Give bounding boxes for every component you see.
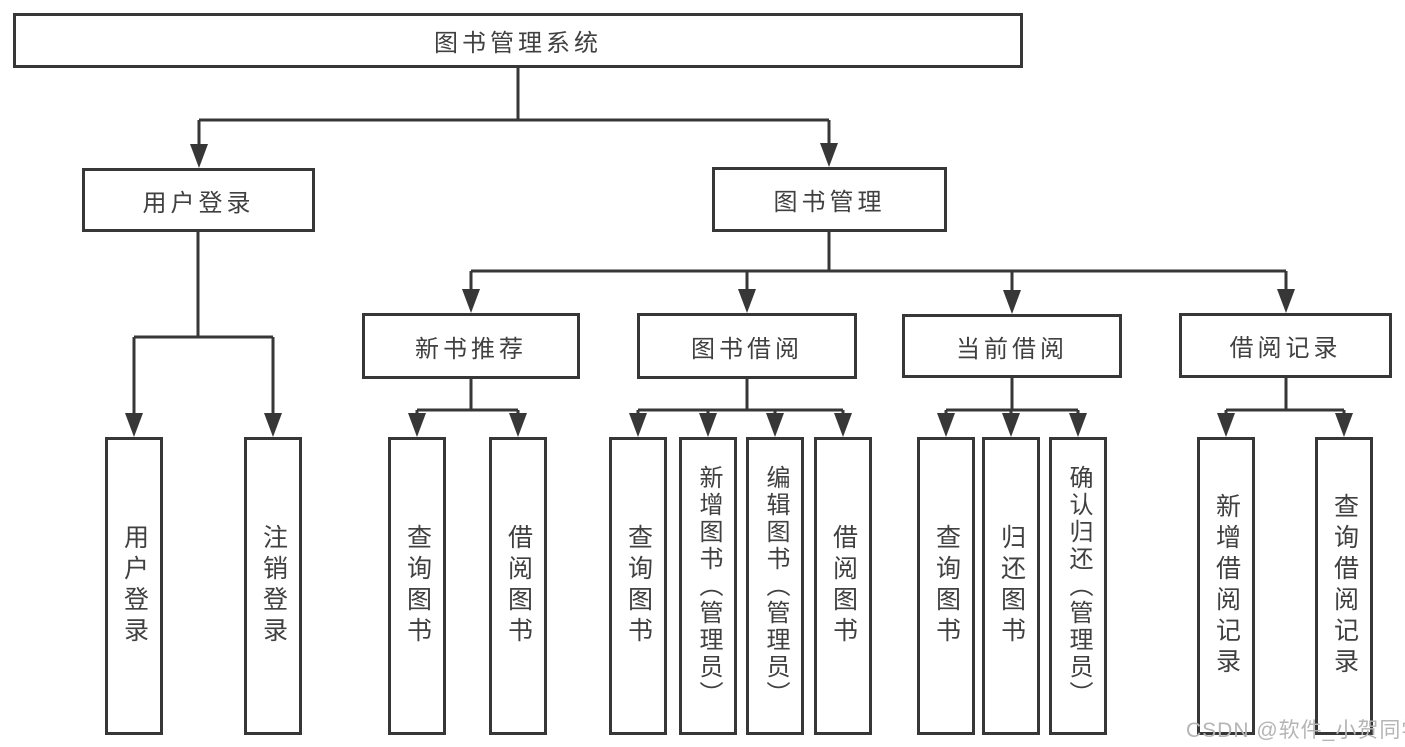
leaf-recommend-query-books-label: 查询图书 [403,524,432,648]
leaf-recommend-borrow-books-label: 借阅图书 [504,524,533,648]
leaf-confirm-return-admin: 确认归还（管理员） [1049,437,1107,735]
leaf-borrow-books: 借阅图书 [814,437,872,735]
node-current-borrow: 当前借阅 [902,314,1122,378]
leaf-logout-login-label: 注销登录 [259,524,288,648]
leaf-borrow-query-books: 查询图书 [609,437,667,735]
leaf-borrow-books-label: 借阅图书 [829,524,858,648]
leaf-recommend-query-books: 查询图书 [388,437,446,735]
csdn-watermark: CSDN @软件_小贺同学 [1186,719,1405,742]
leaf-add-books-admin: 新增图书（管理员） [679,437,737,735]
leaf-confirm-return-admin-label: 确认归还（管理员） [1065,464,1092,708]
leaf-user-login: 用户登录 [105,437,163,735]
leaf-return-books: 归还图书 [982,437,1040,735]
leaf-edit-books-admin: 编辑图书（管理员） [746,437,804,735]
leaf-recommend-borrow-books: 借阅图书 [489,437,547,735]
leaf-user-login-label: 用户登录 [120,524,149,648]
node-new-book-recommend: 新书推荐 [362,313,580,379]
leaf-logout-login: 注销登录 [244,437,302,735]
leaf-query-borrow-record: 查询借阅记录 [1315,437,1373,735]
leaf-add-books-admin-label: 新增图书（管理员） [695,464,722,708]
leaf-query-borrow-record-label: 查询借阅记录 [1330,493,1359,679]
leaf-borrow-query-books-label: 查询图书 [624,524,653,648]
leaf-return-books-label: 归还图书 [997,524,1026,648]
leaf-edit-books-admin-label: 编辑图书（管理员） [762,464,789,708]
node-root-system: 图书管理系统 [13,13,1023,68]
node-book-borrow: 图书借阅 [637,313,857,379]
leaf-add-borrow-record-label: 新增借阅记录 [1212,493,1241,679]
leaf-add-borrow-record: 新增借阅记录 [1197,437,1255,735]
node-user-login: 用户登录 [82,168,315,232]
node-borrow-record: 借阅记录 [1179,313,1392,378]
node-book-management: 图书管理 [712,167,947,232]
leaf-current-query-books-label: 查询图书 [932,524,961,648]
leaf-current-query-books: 查询图书 [917,437,975,735]
